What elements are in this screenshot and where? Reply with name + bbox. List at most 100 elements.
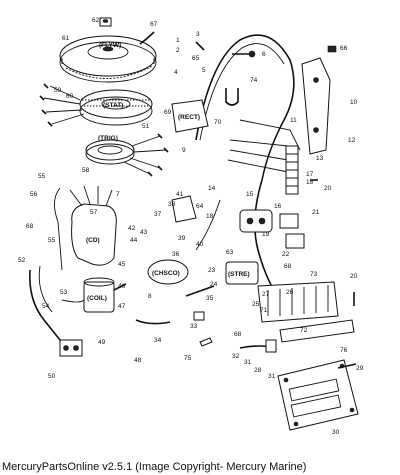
callout-65: 65: [192, 55, 200, 62]
callout-51: 51: [142, 123, 150, 130]
callout-5: 5: [202, 67, 206, 74]
callout-20: 20: [324, 185, 332, 192]
callout-68: 68: [26, 223, 34, 230]
callout-34: 34: [154, 337, 162, 344]
callout-2: 2: [176, 47, 180, 54]
callout-19: 19: [262, 231, 270, 238]
chsco-label: (CHSCO): [152, 270, 180, 277]
parts-diagram: (FLYW) (STAT) (TRIG) (CD) (COIL): [18, 17, 364, 436]
bracket-part-10[interactable]: [301, 57, 331, 155]
callout-48: 48: [134, 357, 142, 364]
callout-76: 76: [340, 347, 348, 354]
cd-label: (CD): [86, 237, 100, 244]
callout-25: 25: [252, 301, 260, 308]
rectifier-part[interactable]: (RECT): [171, 99, 209, 133]
callout-11: 11: [290, 117, 297, 124]
callout-50: 50: [48, 373, 56, 380]
terminal-strip-73[interactable]: [257, 281, 339, 323]
flywheel-part[interactable]: (FLYW): [59, 35, 157, 83]
cable-part-35[interactable]: [185, 285, 215, 297]
callout-44: 44: [130, 237, 138, 244]
nut-part-62[interactable]: [99, 17, 112, 27]
key-part-67[interactable]: [139, 31, 155, 45]
callout-29: 29: [356, 365, 364, 372]
callout-71: 71: [260, 307, 268, 314]
callout-59: 59: [54, 87, 62, 94]
callout-18: 18: [306, 179, 314, 186]
callout-labels: 1 2 3 4 5 6 7 8 9 10 11 12 13 14 15 16 1…: [18, 17, 364, 436]
callout-24: 24: [210, 281, 218, 288]
plate-part-30[interactable]: [277, 359, 359, 431]
harness-52[interactable]: [28, 269, 61, 341]
connector-part-33[interactable]: [193, 311, 205, 321]
callout-40: 40: [196, 241, 204, 248]
callout-46: 46: [118, 283, 126, 290]
callout-52: 52: [18, 257, 26, 264]
callout-61: 61: [62, 35, 70, 42]
callout-37: 37: [154, 211, 162, 218]
connector-part-3[interactable]: [195, 41, 205, 51]
stator-part[interactable]: (STAT): [39, 83, 153, 127]
callout-23: 23: [208, 267, 216, 274]
callout-3: 3: [196, 31, 200, 38]
callout-67: 67: [150, 21, 158, 28]
solenoid-part-15[interactable]: [239, 209, 273, 233]
terminal-block-13[interactable]: [285, 145, 299, 195]
callout-57: 57: [90, 209, 98, 216]
callout-54: 54: [42, 303, 50, 310]
callout-73: 73: [310, 271, 318, 278]
callout-64: 64: [196, 203, 204, 210]
stator-label: (STAT): [103, 102, 123, 109]
callout-18b: 18: [206, 213, 214, 220]
callout-60: 60: [66, 93, 74, 100]
callout-39: 39: [178, 235, 186, 242]
callout-49: 49: [98, 339, 106, 346]
bolt-part-29[interactable]: [337, 363, 357, 369]
coil-part[interactable]: (COIL): [83, 277, 127, 313]
bracket-part-38[interactable]: [171, 195, 197, 223]
cable-part-34[interactable]: [135, 319, 171, 325]
callout-32: 32: [232, 353, 240, 360]
callout-70: 70: [214, 119, 222, 126]
callout-53: 53: [60, 289, 68, 296]
flywheel-label: (FLYW): [99, 42, 121, 49]
callout-35: 35: [206, 295, 214, 302]
coil-label: (COIL): [87, 295, 107, 302]
callout-12: 12: [348, 137, 356, 144]
wire-part-74[interactable]: [225, 88, 239, 106]
callout-41: 41: [176, 191, 184, 198]
callout-17: 17: [306, 171, 314, 178]
relay-part-50[interactable]: [59, 339, 83, 357]
cd-module-part[interactable]: (CD): [54, 185, 117, 271]
callout-6: 6: [262, 51, 266, 58]
bar-part-76[interactable]: [279, 319, 355, 343]
stre-part[interactable]: (STRE): [225, 261, 259, 285]
callout-75: 75: [184, 355, 192, 362]
trigger-label: (TRIG): [98, 135, 118, 142]
callout-45: 45: [118, 261, 126, 268]
callout-62: 62: [92, 17, 100, 24]
plate-part-21[interactable]: [279, 213, 299, 229]
callout-33: 33: [190, 323, 198, 330]
callout-7: 7: [116, 191, 120, 198]
chsco-part[interactable]: (CHSCO): [147, 259, 189, 285]
clip-part-66[interactable]: [327, 45, 337, 53]
callout-26: 26: [286, 289, 294, 296]
trigger-part[interactable]: (TRIG): [85, 133, 169, 177]
plate-part-22[interactable]: [285, 233, 305, 249]
callout-69: 69: [164, 109, 172, 116]
callout-31b: 31: [268, 373, 276, 380]
callout-28: 28: [254, 367, 262, 374]
callout-43: 43: [140, 229, 148, 236]
main-harness[interactable]: [195, 34, 295, 181]
callout-13: 13: [316, 155, 324, 162]
callout-27: 27: [262, 291, 270, 298]
callout-14: 14: [208, 185, 216, 192]
callout-58: 58: [82, 167, 90, 174]
callout-21: 21: [312, 209, 320, 216]
callout-47: 47: [118, 303, 126, 310]
callout-8: 8: [148, 293, 152, 300]
callout-15: 15: [246, 191, 254, 198]
connector-part-75[interactable]: [199, 337, 213, 347]
callout-20b: 20: [350, 273, 358, 280]
